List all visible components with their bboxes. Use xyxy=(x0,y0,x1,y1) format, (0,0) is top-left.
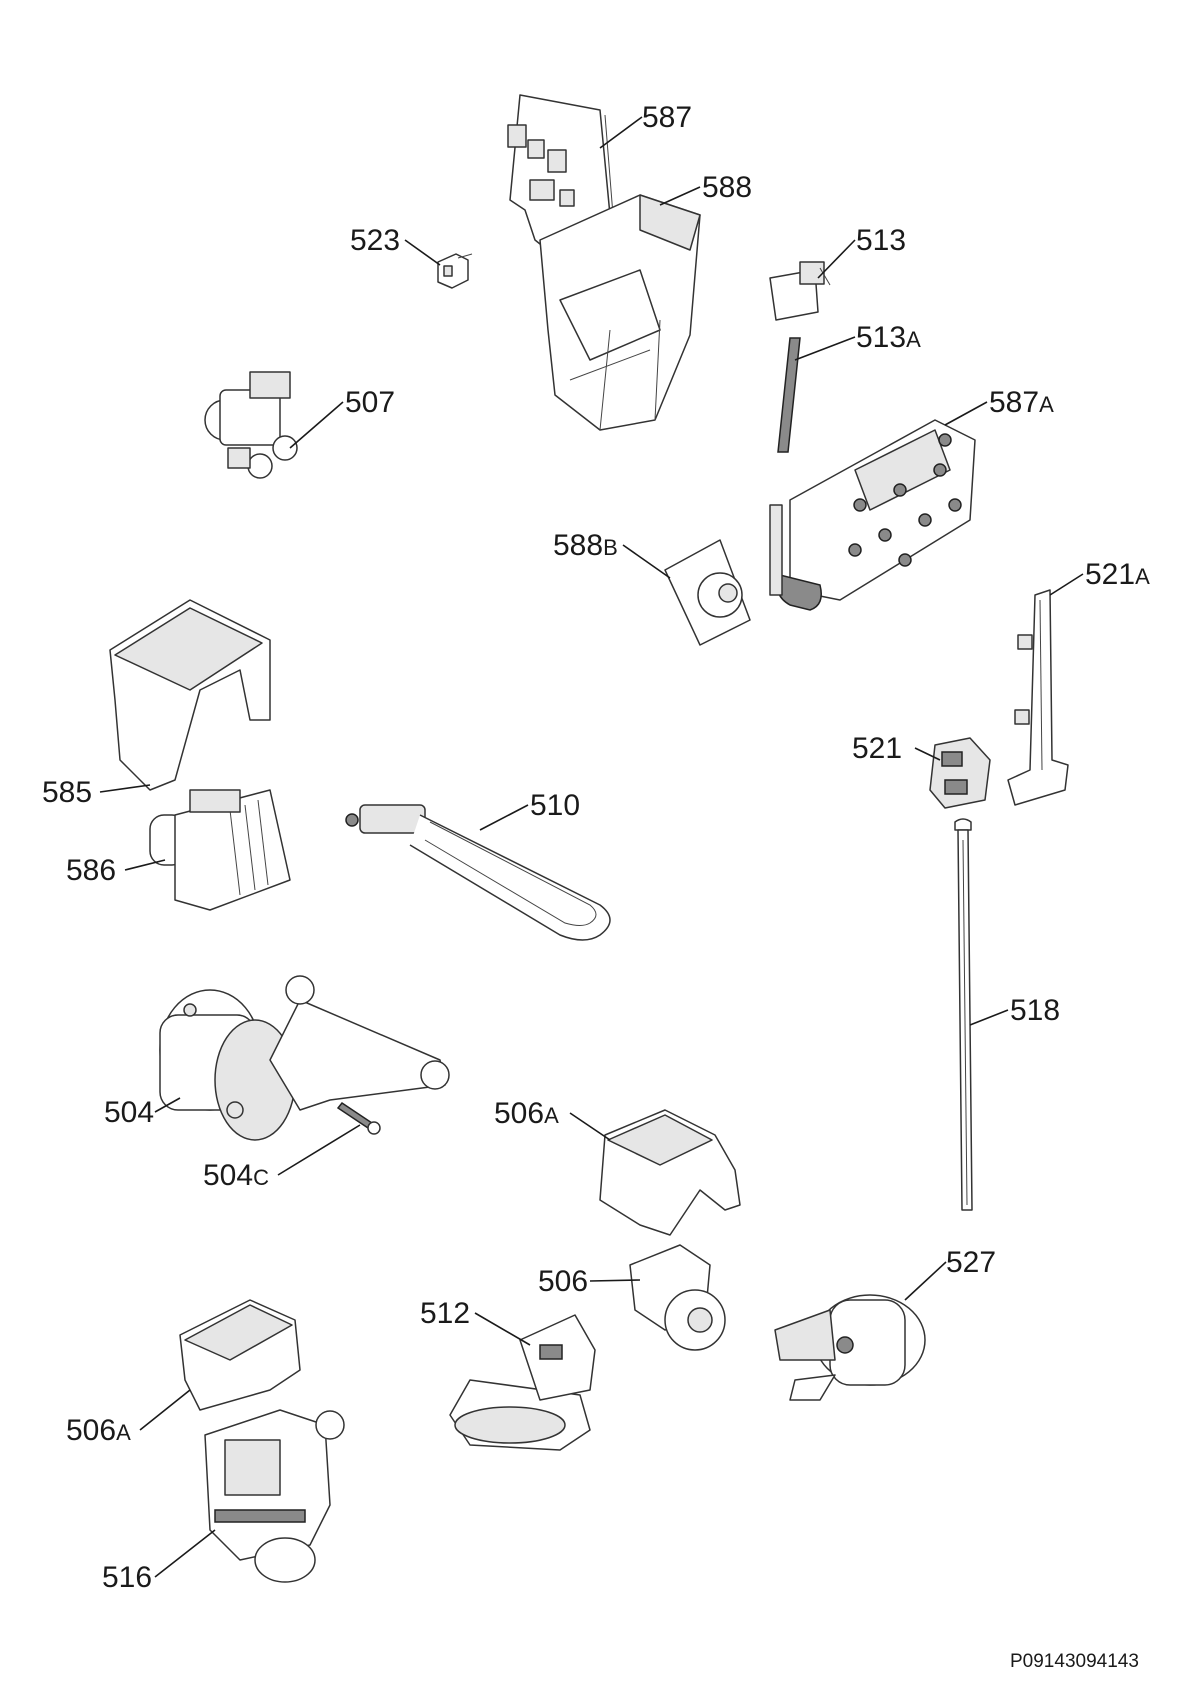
part-510-heating-element xyxy=(345,804,611,941)
part-527-circulation-pump xyxy=(774,1294,926,1401)
part-labels: 587 588 523 513 513A 507 587A 588B 521A … xyxy=(42,101,1150,1594)
label-506: 506 xyxy=(538,1265,588,1298)
part-512-pump-bracket xyxy=(449,1314,596,1451)
label-513a: 513A xyxy=(856,321,921,354)
part-506-drain-pump xyxy=(629,1244,726,1351)
part-504c-screw xyxy=(336,1101,381,1135)
label-506a-lower: 506A xyxy=(66,1414,131,1447)
label-521: 521 xyxy=(852,732,902,765)
label-507: 507 xyxy=(345,386,395,419)
leader-lines xyxy=(99,116,1084,1578)
part-585-motor-cover xyxy=(109,599,271,791)
part-523-clip xyxy=(437,253,473,289)
part-588-board-housing xyxy=(539,194,701,431)
part-587-control-board xyxy=(507,94,616,261)
part-518-cable xyxy=(954,818,973,1211)
label-504c: 504C xyxy=(203,1159,269,1192)
label-588b: 588B xyxy=(553,529,618,562)
label-506a-upper: 506A xyxy=(494,1097,559,1130)
label-585: 585 xyxy=(42,776,92,809)
label-587: 587 xyxy=(642,101,692,134)
label-527: 527 xyxy=(946,1246,996,1279)
part-507-inlet-valve xyxy=(204,371,298,479)
part-513a-rod xyxy=(777,337,801,453)
label-516: 516 xyxy=(102,1561,152,1594)
label-504: 504 xyxy=(104,1096,154,1129)
part-506a-pump-cover-upper xyxy=(599,1109,741,1236)
label-512: 512 xyxy=(420,1297,470,1330)
drawing-code: P09143094143 xyxy=(1010,1651,1139,1672)
part-521a-bracket xyxy=(1007,589,1069,806)
part-586-motor-module xyxy=(149,789,291,911)
label-587a: 587A xyxy=(989,386,1054,419)
part-521-door-lock xyxy=(929,737,991,809)
label-510: 510 xyxy=(530,789,580,822)
part-588b-pressure-switch xyxy=(664,539,751,646)
label-521a: 521A xyxy=(1085,558,1150,591)
label-518: 518 xyxy=(1010,994,1060,1027)
label-513: 513 xyxy=(856,224,906,257)
part-506a-pump-cover-lower xyxy=(179,1299,301,1411)
label-586: 586 xyxy=(66,854,116,887)
label-523: 523 xyxy=(350,224,400,257)
part-513-suppressor xyxy=(769,261,831,321)
part-504-pump-assembly xyxy=(159,975,450,1141)
part-516-drain-pump-lower xyxy=(204,1409,345,1583)
part-587a-interface-board xyxy=(769,419,976,611)
label-588: 588 xyxy=(702,171,752,204)
